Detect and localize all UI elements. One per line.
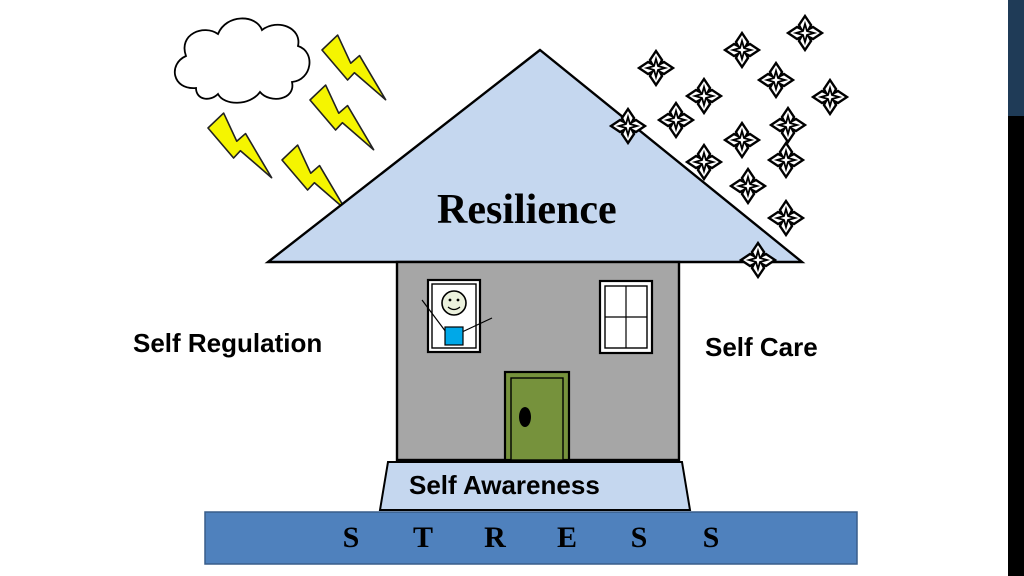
label-self-care: Self Care	[705, 332, 818, 362]
smiley-person-icon	[421, 290, 493, 346]
sparkle-icon	[811, 78, 849, 116]
sparkle-icon	[637, 49, 675, 87]
side-bar	[1008, 116, 1024, 576]
ground-bar	[204, 511, 858, 565]
stress-letter: S	[702, 521, 720, 554]
stress-letter: R	[484, 521, 506, 554]
stress-letter: E	[556, 521, 577, 554]
sparkle-icon	[685, 77, 723, 115]
label-self-regulation: Self Regulation	[133, 328, 323, 358]
sparkle-icon	[767, 199, 805, 237]
label-self-awareness: Self Awareness	[409, 470, 600, 500]
stress-letter: S	[342, 521, 360, 554]
stress-letter: T	[412, 521, 433, 554]
foundation	[378, 461, 692, 511]
stress-label: S T R E S S	[205, 512, 857, 564]
lightning-bolt-icon	[205, 106, 273, 188]
lightning-bolt-icon	[307, 78, 375, 160]
sparkle-icon	[723, 31, 761, 69]
sparkle-icon	[723, 121, 761, 159]
stress-letter: S	[630, 521, 648, 554]
sparkle-icon	[729, 167, 767, 205]
cloud-icon	[173, 17, 311, 104]
sparkle-icon	[657, 101, 695, 139]
accent-bar	[1008, 0, 1024, 116]
sparkle-icon	[786, 14, 824, 52]
sparkle-icon	[769, 106, 807, 144]
roof-title: Resilience	[437, 187, 617, 233]
front-door	[503, 370, 571, 462]
window-right	[598, 279, 654, 355]
sparkle-icon	[767, 141, 805, 179]
lightning-bolt-icon	[279, 138, 347, 220]
sparkle-icon	[757, 61, 795, 99]
